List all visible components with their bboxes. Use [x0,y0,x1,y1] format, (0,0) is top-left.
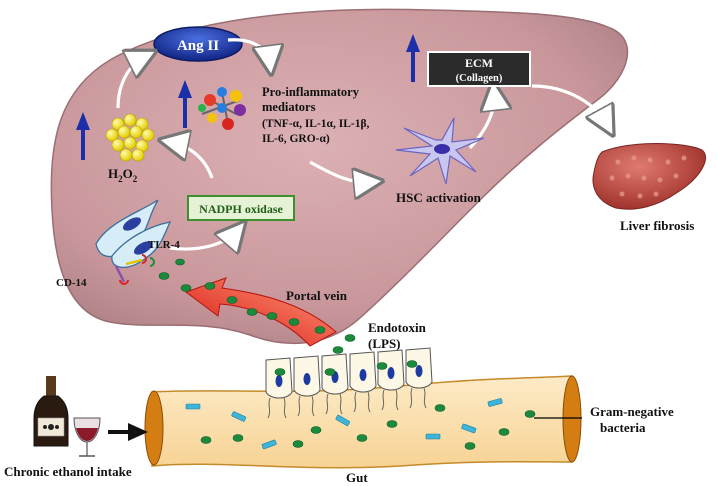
arrow-ecm-to-fibrosis [531,84,608,126]
ecm-box: ECM (Collagen) [427,51,531,87]
svg-text:Pro-inflammatory: Pro-inflammatory [262,85,360,99]
hsc-activation-label: HSC activation [396,190,482,205]
flow-arrows [116,38,608,249]
up-arrow-icon [178,80,192,128]
arrow-tlr4-to-nadph [169,230,238,249]
enterocyte-icon [293,355,321,397]
svg-text:(Collagen): (Collagen) [456,73,503,84]
svg-text:(TNF-α, IL-1α, IL-1β,: (TNF-α, IL-1α, IL-1β, [262,118,370,130]
microvilli [267,387,427,419]
cd14-receptor-icon [114,265,129,285]
svg-text:Endotoxin: Endotoxin [368,320,427,335]
arrow-mediators-to-hsc [309,160,372,182]
tlr4-label: TLR-4 [148,239,180,251]
nadph-oxidase-box: NADPH oxidase [187,195,295,221]
up-arrow-icon [76,112,90,160]
endotoxin-particles [158,258,356,354]
svg-text:ECM: ECM [465,56,493,70]
up-arrow-icon [406,34,420,82]
h2o2-label: H2O2 [108,166,138,184]
enterocyte-row [265,347,433,419]
gut-bacteria [185,398,503,450]
svg-text:NADPH oxidase: NADPH oxidase [199,202,283,216]
molecule-cluster-icon [198,87,246,130]
bottle-icon [33,376,69,447]
svg-text:IL-6, GRO-α): IL-6, GRO-α) [262,133,330,145]
enterocyte-icon [405,347,433,389]
chronic-ethanol-label: Chronic ethanol intake [4,464,132,479]
svg-text:(LPS): (LPS) [368,336,401,351]
wine-glass-icon [73,417,101,457]
enterocyte-icon [265,357,293,399]
ang-ii-node: Ang II [153,26,243,62]
liver-fibrosis-label: Liver fibrosis [620,218,694,233]
svg-text:bacteria: bacteria [600,420,646,435]
cd14-label: CD-14 [56,277,87,289]
portal-vein-arrow [184,277,337,347]
portal-vein-label: Portal vein [286,288,348,303]
tlr4-receptor-icon [125,254,155,267]
gut-label: Gut [346,470,368,485]
enterocyte-icon [349,351,377,393]
pro-inflammatory-label: Pro-inflammatory mediators (TNF-α, IL-1α… [262,85,370,145]
endotoxin-label: Endotoxin (LPS) [368,320,427,351]
h2o2-cluster-icon [105,113,155,162]
kupffer-cell-icon [95,199,172,268]
arrow-nadph-to-h2o2 [170,142,214,179]
enterocyte-icon [377,349,405,391]
gut-endotoxin [200,360,536,450]
svg-text:Gram-negative: Gram-negative [590,404,674,419]
arrow-h2o2-to-angii [116,56,146,109]
svg-text:mediators: mediators [262,100,316,114]
enterocyte-icon [321,353,349,395]
svg-text:Ang II: Ang II [177,38,219,54]
gram-negative-label: Gram-negative bacteria [590,404,674,435]
fibrotic-liver-icon [592,143,707,210]
ethanol-to-gut-arrow [108,423,148,441]
hepatic-stellate-cell-icon [395,117,485,185]
arrow-angii-to-mediators [227,38,270,64]
